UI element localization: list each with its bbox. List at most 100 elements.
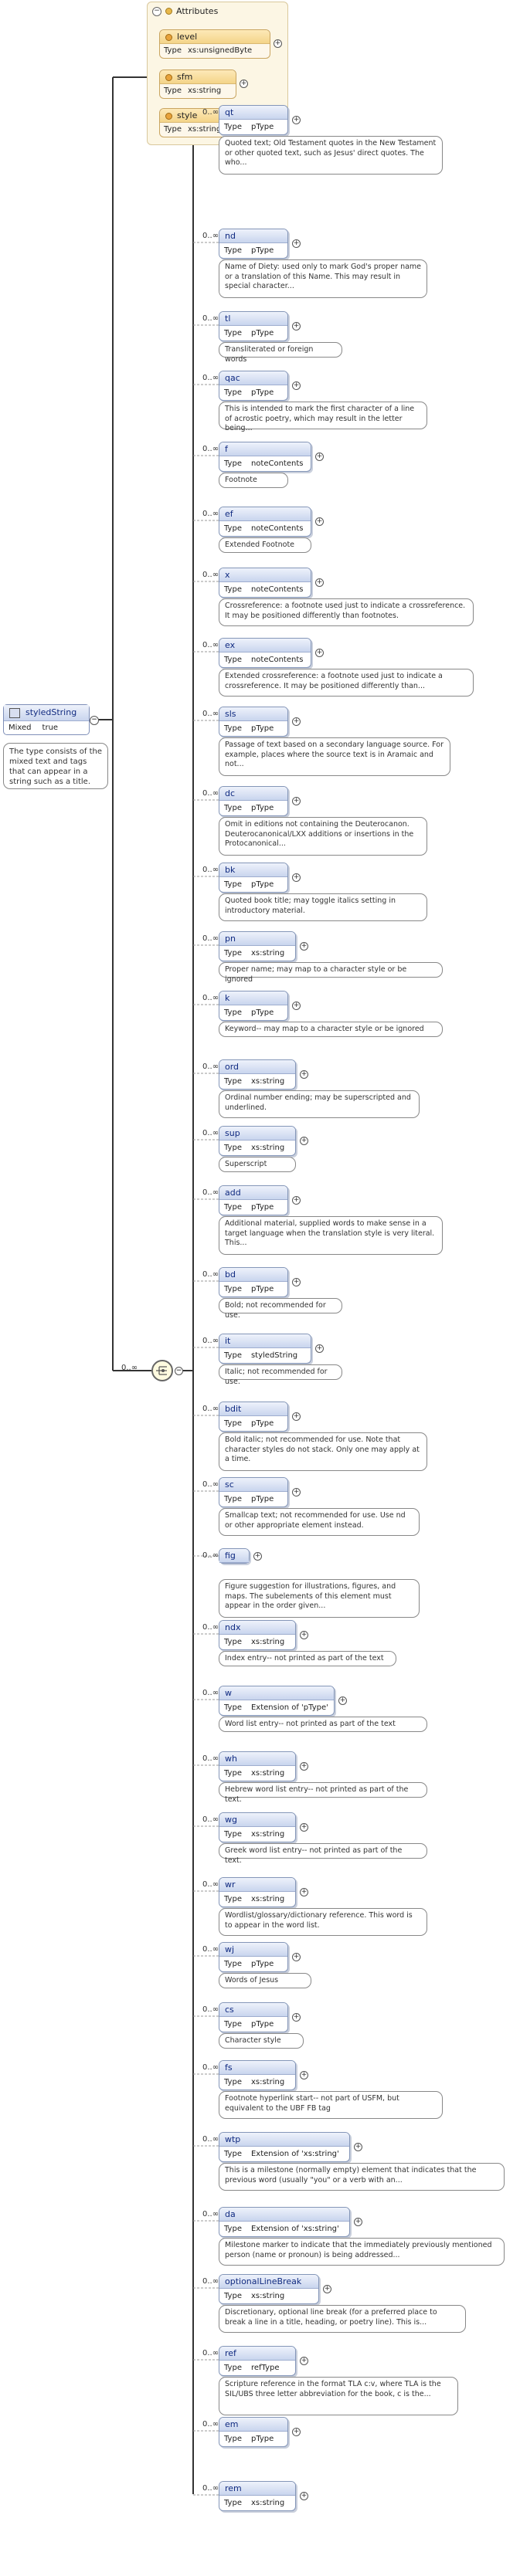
- expand-icon[interactable]: +: [292, 116, 301, 124]
- type-value: Extension of 'xs:string': [250, 2225, 339, 2233]
- element-name: x: [219, 568, 311, 582]
- expand-icon[interactable]: +: [300, 1888, 308, 1896]
- expand-icon[interactable]: +: [292, 381, 301, 390]
- expand-icon[interactable]: +: [338, 1696, 347, 1705]
- element-documentation: Index entry-- not printed as part of the…: [219, 1651, 396, 1666]
- expand-icon[interactable]: +: [315, 578, 324, 587]
- expand-icon[interactable]: +: [292, 322, 301, 330]
- expand-icon[interactable]: +: [274, 39, 282, 48]
- element-documentation: Quoted book title; may toggle italics se…: [219, 893, 427, 921]
- expand-icon[interactable]: +: [315, 649, 324, 657]
- expand-icon[interactable]: +: [300, 1823, 308, 1832]
- expand-icon[interactable]: +: [292, 717, 301, 726]
- expand-icon[interactable]: +: [315, 1344, 324, 1353]
- expand-icon[interactable]: +: [354, 2218, 362, 2226]
- element-documentation: Additional material, supplied words to m…: [219, 1216, 443, 1255]
- expand-icon[interactable]: +: [292, 1412, 301, 1421]
- type-value: pType: [250, 1419, 274, 1428]
- expand-icon[interactable]: +: [240, 80, 248, 88]
- expand-icon[interactable]: +: [292, 239, 301, 248]
- expand-icon[interactable]: +: [292, 1278, 301, 1286]
- collapse-icon[interactable]: −: [152, 6, 161, 16]
- expand-icon[interactable]: +: [300, 1631, 308, 1639]
- expand-icon[interactable]: +: [300, 2357, 308, 2365]
- expand-icon[interactable]: +: [300, 2492, 308, 2500]
- choice-compositor-icon[interactable]: [151, 1360, 173, 1381]
- expand-icon[interactable]: +: [300, 2071, 308, 2079]
- element-name: em: [219, 2418, 287, 2432]
- element-name: w: [219, 1686, 334, 1700]
- element-name: ef: [219, 507, 311, 521]
- expand-icon[interactable]: +: [315, 452, 324, 461]
- expand-icon[interactable]: +: [315, 517, 324, 526]
- element-name: cs: [219, 2003, 287, 2017]
- type-label: Type: [224, 329, 242, 337]
- element-name: bd: [219, 1268, 287, 1282]
- type-value: styledString: [250, 1351, 298, 1360]
- expand-icon[interactable]: +: [292, 1002, 301, 1010]
- expand-icon[interactable]: +: [300, 1070, 308, 1079]
- expand-icon[interactable]: +: [292, 1953, 301, 1961]
- type-label: Type: [164, 125, 182, 134]
- expand-icon[interactable]: +: [292, 797, 301, 805]
- expand-icon[interactable]: +: [300, 1762, 308, 1771]
- type-label: Type: [224, 2150, 242, 2158]
- element-fig[interactable]: fig: [219, 1548, 250, 1564]
- expand-icon[interactable]: +: [300, 942, 308, 951]
- element-name: it: [219, 1334, 311, 1348]
- expand-icon[interactable]: +: [292, 1488, 301, 1496]
- expand-icon[interactable]: +: [323, 2285, 331, 2293]
- element-name: dc: [219, 787, 287, 801]
- type-label: Type: [224, 123, 242, 131]
- collapse-icon[interactable]: −: [90, 716, 99, 725]
- expand-icon[interactable]: +: [354, 2143, 362, 2151]
- choice-cardinality: 0..∞: [121, 1364, 138, 1372]
- expand-icon[interactable]: +: [300, 1137, 308, 1145]
- expand-icon[interactable]: +: [292, 1196, 301, 1205]
- expand-icon[interactable]: +: [292, 2428, 301, 2436]
- element-name: wg: [219, 1813, 295, 1827]
- element-documentation: Discretionary, optional line break (for …: [219, 2305, 466, 2333]
- expand-icon[interactable]: +: [253, 1552, 262, 1561]
- expand-icon[interactable]: +: [292, 2013, 301, 2022]
- collapse-icon[interactable]: −: [175, 1367, 183, 1375]
- expand-icon[interactable]: +: [292, 873, 301, 882]
